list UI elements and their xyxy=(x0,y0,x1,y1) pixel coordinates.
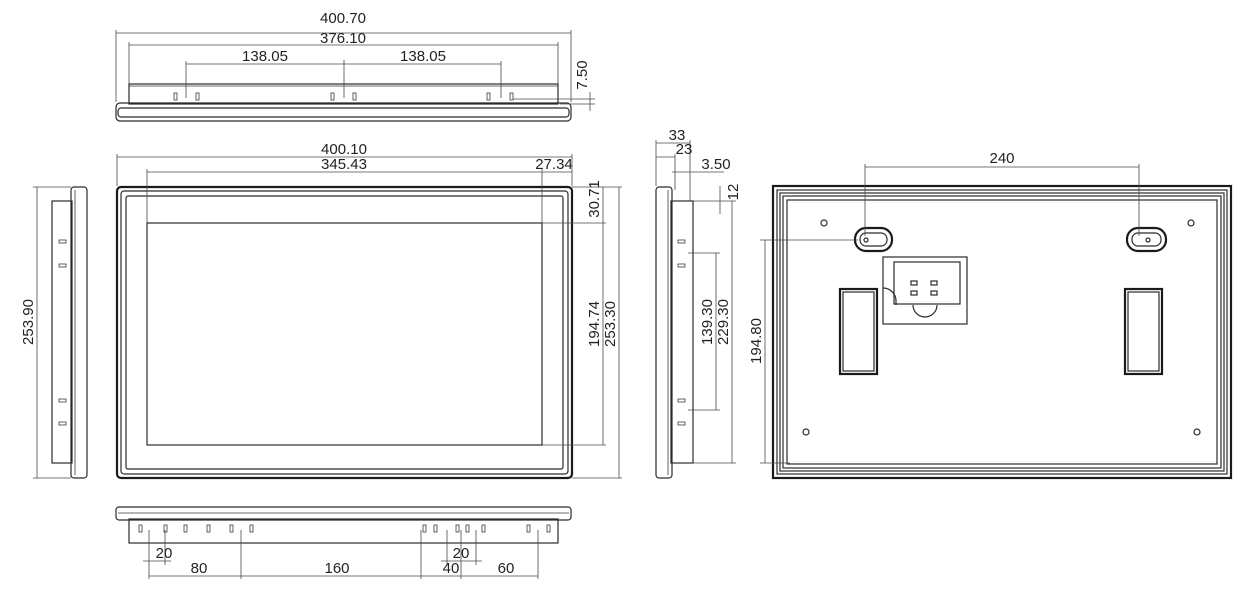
dim-side-bezel: 3.50 xyxy=(701,156,730,173)
dim-side-clip-span: 139.30 xyxy=(699,299,716,345)
dim-bottom-c: 160 xyxy=(324,560,349,577)
dim-front-height: 253.30 xyxy=(602,301,619,347)
keyhole-right-icon xyxy=(1125,226,1168,253)
back-dimension-lines xyxy=(760,164,1140,464)
dim-front-top-margin: 30.71 xyxy=(586,180,603,218)
left-dimension-lines xyxy=(33,186,71,479)
right-slots xyxy=(677,239,686,426)
dim-side-depth: 33 xyxy=(669,127,686,144)
top-view: 400.70 376.10 138.05 138.05 7.50 xyxy=(115,10,595,122)
top-slots xyxy=(173,92,514,101)
right-side-view: 33 23 3.50 12 139.30 229.30 xyxy=(655,127,742,479)
dim-front-width: 400.10 xyxy=(321,141,367,158)
dim-top-depth: 7.50 xyxy=(574,60,591,89)
dim-front-screen-width: 345.43 xyxy=(321,156,367,173)
keyhole-left-icon xyxy=(853,226,894,253)
dim-front-right-margin: 27.34 xyxy=(535,156,573,173)
dim-top-inner: 376.10 xyxy=(320,30,366,47)
dim-back-hole-span: 240 xyxy=(989,150,1014,167)
bottom-view: 20 80 160 20 40 60 xyxy=(115,506,572,579)
dim-top-overall: 400.70 xyxy=(320,10,366,27)
dim-bottom-e: 40 xyxy=(443,560,460,577)
dim-top-span-left: 138.05 xyxy=(242,48,288,65)
dim-top-span-right: 138.05 xyxy=(400,48,446,65)
bottom-dimension-lines xyxy=(143,530,539,579)
io-bracket xyxy=(882,256,968,325)
dim-bottom-f: 60 xyxy=(498,560,515,577)
left-side-view: 253.90 xyxy=(20,186,88,479)
dim-side-top: 12 xyxy=(725,184,742,201)
left-slots xyxy=(58,239,67,426)
dim-bottom-b: 80 xyxy=(191,560,208,577)
dim-bottom-a: 20 xyxy=(156,545,173,562)
front-view: 400.10 345.43 27.34 30.71 194.74 253.30 xyxy=(115,141,622,480)
bottom-slots xyxy=(138,524,551,533)
side-dimension-lines xyxy=(655,140,736,464)
dim-side-body: 23 xyxy=(676,141,693,158)
dim-front-screen-height: 194.74 xyxy=(586,301,603,347)
dim-side-inner-height: 229.30 xyxy=(715,299,732,345)
dim-left-height: 253.90 xyxy=(20,299,37,345)
top-dimension-lines xyxy=(115,30,595,111)
front-dimension-lines xyxy=(116,154,622,479)
dim-bottom-d: 20 xyxy=(453,545,470,562)
back-view: 240 194.80 xyxy=(748,150,1233,480)
dim-back-height: 194.80 xyxy=(748,318,765,364)
